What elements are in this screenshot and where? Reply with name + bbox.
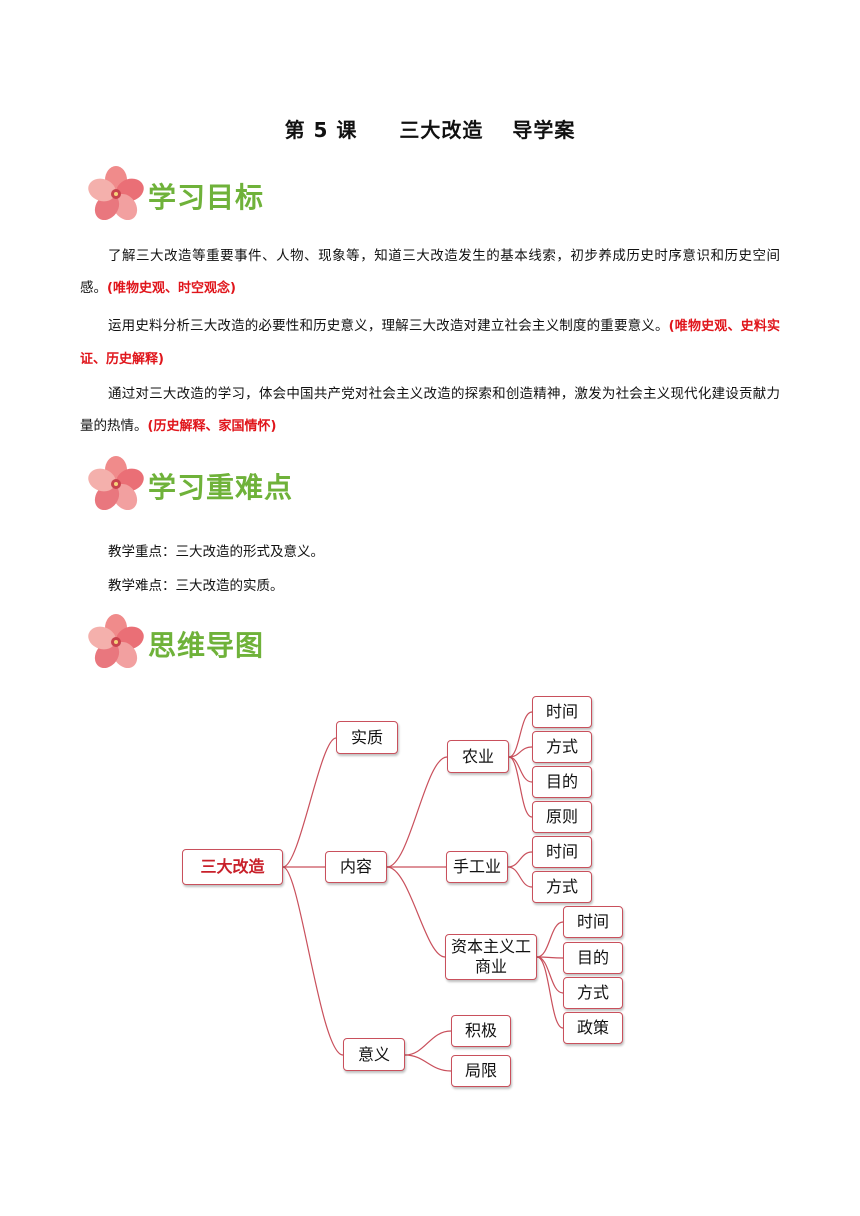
mindmap-node-shougongye: 手工业	[446, 851, 508, 883]
mindmap-root: 三大改造	[182, 849, 283, 885]
goal-paragraph-2: 运用史料分析三大改造的必要性和历史意义，理解三大改造对建立社会主义制度的重要意义…	[80, 318, 780, 367]
section-keypoints-title: 学习重难点	[148, 471, 294, 504]
mindmap-leaf-zibenzhuyi-purpose: 目的	[563, 942, 623, 974]
mindmap-node-neirong: 内容	[325, 851, 387, 883]
mindmap-leaf-nongye-method: 方式	[532, 731, 592, 763]
section-goals-header: 学习目标	[86, 166, 346, 226]
mindmap-leaf-zibenzhuyi-method: 方式	[563, 977, 623, 1009]
mindmap-leaf-nongye-time: 时间	[532, 696, 592, 728]
mindmap-node-zibenzhuyi: 资本主义工商业	[445, 934, 537, 980]
flower-icon	[88, 166, 144, 221]
goal-tag-3: (历史解释、家国情怀)	[147, 419, 277, 434]
mindmap-leaf-shougongye-method: 方式	[532, 871, 592, 903]
mindmap-leaf-yiyi-limitation: 局限	[451, 1055, 511, 1087]
goal-tag-1: (唯物史观、时空观念)	[107, 281, 236, 296]
mindmap-leaf-yiyi-positive: 积极	[451, 1015, 511, 1047]
goal-tag-2: (唯物史观、史料实证、历史解释)	[80, 319, 780, 367]
mindmap-leaf-zibenzhuyi-time: 时间	[563, 906, 623, 938]
mindmap-node-nongye: 农业	[447, 740, 509, 773]
flower-icon	[88, 614, 144, 669]
mindmap-leaf-nongye-purpose: 目的	[532, 766, 592, 798]
section-mindmap-title: 思维导图	[148, 629, 265, 662]
section-keypoints-header: 学习重难点	[86, 456, 346, 516]
flower-icon	[88, 456, 144, 511]
mindmap-leaf-zibenzhuyi-policy: 政策	[563, 1012, 623, 1044]
goal-paragraph-3: 通过对三大改造的学习，体会中国共产党对社会主义改造的探索和创造精神，激发为社会主…	[80, 386, 780, 434]
mindmap-leaf-nongye-principle: 原则	[532, 801, 592, 833]
mindmap-leaf-shougongye-time: 时间	[532, 836, 592, 868]
section-mindmap-header: 思维导图	[86, 614, 346, 674]
mindmap-node-shizhi: 实质	[336, 721, 398, 754]
section-goals-title: 学习目标	[148, 181, 265, 214]
difficulty-text: 教学难点：三大改造的实质。	[108, 578, 284, 594]
page-title: 第 5 课 三大改造 导学案	[284, 118, 576, 142]
mindmap-node-yiyi: 意义	[343, 1038, 405, 1071]
focus-text: 教学重点：三大改造的形式及意义。	[108, 544, 324, 560]
goal-paragraph-1: 了解三大改造等重要事件、人物、现象等，知道三大改造发生的基本线索，初步养成历史时…	[80, 248, 780, 296]
